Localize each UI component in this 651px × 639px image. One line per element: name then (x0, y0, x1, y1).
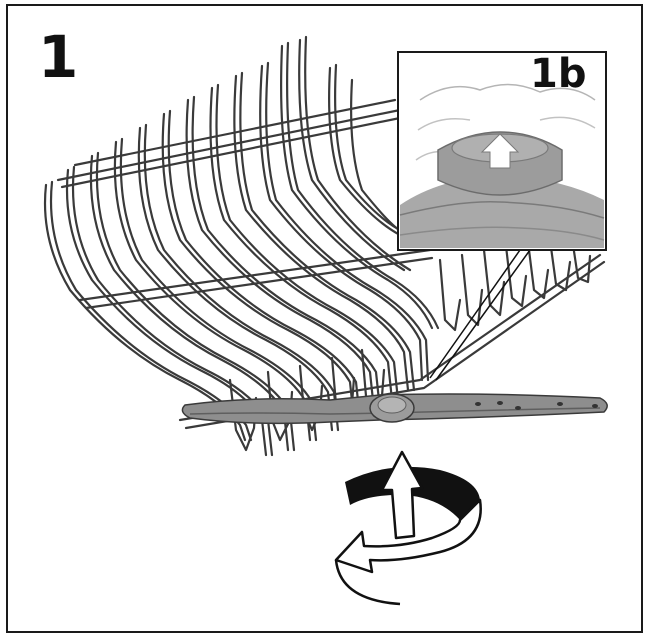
rotate-arrow-icon (334, 450, 482, 606)
spray-arm (181, 393, 608, 425)
step-number: 1 (38, 23, 79, 91)
detail-callout-1b (397, 51, 607, 381)
detail-label: 1b (530, 51, 587, 97)
up-arrow-icon (480, 133, 520, 169)
